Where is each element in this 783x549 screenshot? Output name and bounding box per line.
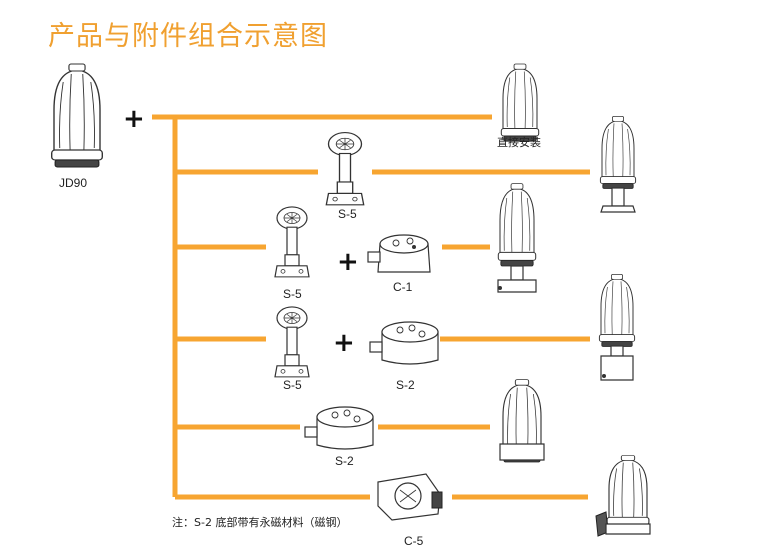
s2-box-row3-image <box>369 321 439 365</box>
s5-row1-label: S-5 <box>338 207 357 221</box>
c5-label: C-5 <box>404 534 424 548</box>
light-on-c5-image <box>595 454 651 537</box>
s2-row3-label: S-2 <box>396 378 415 392</box>
s2-row4-label: S-2 <box>335 454 354 468</box>
s5-pole-row2-image <box>274 206 310 278</box>
light-on-s2-image <box>499 379 545 463</box>
s5-row2-label: S-5 <box>283 287 302 301</box>
light-on-c1-image <box>497 183 537 293</box>
direct-mount-light-image <box>500 63 540 142</box>
s5-pole-row3-image <box>274 306 310 378</box>
s2-box-row4-image <box>304 406 374 450</box>
footnote: 注：S-2 底部带有永磁材料（磁钢） <box>172 515 347 529</box>
jd90-light-image <box>51 63 103 168</box>
plus-row3: + <box>333 328 355 358</box>
plus-main: + <box>123 104 145 134</box>
light-on-pole-row1-image <box>599 115 637 213</box>
c5-bracket-image <box>377 473 443 521</box>
page-title: 产品与附件组合示意图 <box>48 21 328 52</box>
c1-box-image <box>367 234 431 273</box>
plus-row2: + <box>337 247 359 277</box>
connector-lines <box>152 114 590 500</box>
c1-label: C-1 <box>393 280 413 294</box>
direct-mount-label: 直接安装 <box>497 135 541 149</box>
jd90-label: JD90 <box>59 176 87 190</box>
s5-pole-row1-image <box>325 131 365 206</box>
s5-row3-label: S-5 <box>283 378 302 392</box>
light-on-s2-pole-image <box>598 273 636 381</box>
